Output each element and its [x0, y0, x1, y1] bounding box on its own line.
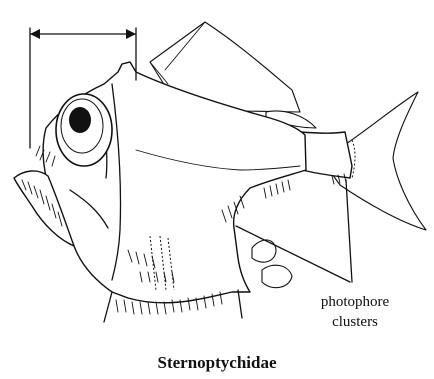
caudal-peduncle [300, 132, 352, 178]
ventral-spine [238, 290, 242, 318]
photophore-label-line1: photophore [321, 294, 390, 310]
pelvic-spine [104, 292, 112, 322]
photophore-pointer-lines [236, 180, 352, 282]
pupil [69, 107, 91, 133]
anal-fin-lobe-2 [262, 265, 292, 287]
figure-caption: Sternoptychidae [158, 353, 277, 372]
photophore-label-line2: clusters [332, 314, 378, 330]
